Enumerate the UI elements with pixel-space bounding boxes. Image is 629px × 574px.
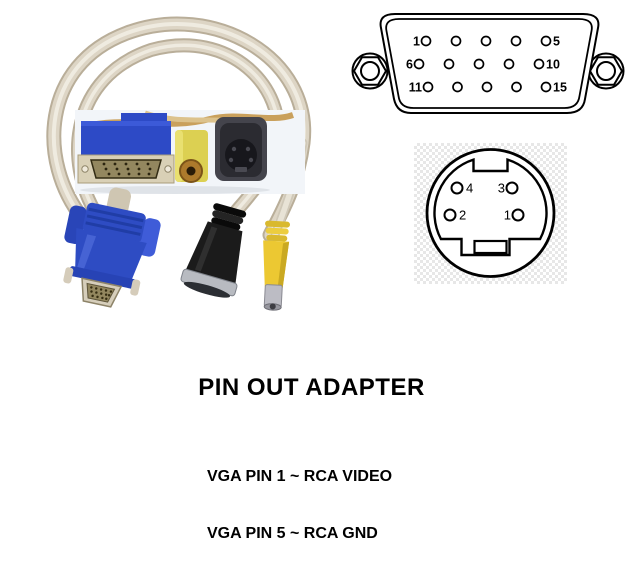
svideo-shell-inner [433, 157, 548, 257]
vga-thumbscrew-left [63, 267, 74, 284]
left-screw-nut [351, 52, 389, 90]
inset-vga-body [81, 121, 171, 159]
inset-rca-jack [175, 130, 208, 183]
rca-body-shade [277, 241, 290, 288]
inset-photo [75, 110, 305, 194]
vga-pin-label-5: 5 [553, 35, 560, 49]
vga-pin-label-11: 11 [409, 81, 422, 95]
connector-shell-outer-outline [379, 13, 600, 114]
rca-rib [265, 220, 291, 228]
svideo-diagram-drawing: 4 3 2 1 [425, 148, 556, 278]
inset-svideo-jack [215, 117, 267, 181]
inset-svideo-face [225, 139, 257, 171]
inset-rca-hole [186, 166, 196, 176]
svideo-pin-label-4: 4 [466, 181, 473, 196]
svideo-pin-label-2: 2 [459, 208, 466, 223]
svideo-pin-label-1: 1 [504, 208, 511, 223]
vga-grip-ribs [85, 207, 144, 236]
vga-pin-label-1: 1 [413, 35, 420, 49]
vga-pin-label-6: 6 [406, 58, 413, 72]
svideo-rib [212, 210, 244, 225]
vga-pin-label-10: 10 [546, 58, 560, 72]
connector-shell-inner-outline [385, 18, 593, 109]
page-title: PIN OUT ADAPTER [198, 374, 425, 401]
rca-rib [265, 227, 289, 235]
inset-vga-edge [81, 121, 171, 126]
right-screw-nut [587, 52, 625, 90]
inset-vga-screw-hole [164, 165, 172, 173]
vga-thumbscrew-right [130, 279, 141, 296]
mapping-line-rca-gnd: VGA PIN 5 ~ RCA GND [207, 525, 378, 542]
svideo-opening [183, 281, 231, 298]
vga-male-connector [63, 187, 161, 308]
vga-body-highlight [77, 234, 97, 269]
svideo-rib [213, 203, 247, 218]
rca-rib [266, 234, 288, 242]
vga-flange [68, 266, 137, 289]
vga-pin-holes [413, 35, 552, 93]
svideo-pinout-diagram: 4 3 2 1 [414, 143, 567, 284]
pin-mappings: VGA PIN 1 ~ RCA VIDEO VGA PIN 5 ~ RCA GN… [207, 429, 472, 574]
inset-vga-pins [102, 162, 152, 176]
inset-svideo-holes [228, 146, 254, 172]
svideo-pin-holes [443, 181, 525, 222]
vga-pinout-diagram: 1 5 6 10 11 15 [351, 13, 625, 114]
svideo-keyway [473, 239, 508, 255]
svideo-body-sheen [195, 226, 218, 272]
svideo-rib [211, 217, 241, 231]
rca-barrel-hole [269, 303, 276, 310]
vga-pins [90, 286, 113, 300]
rca-female-connector [263, 220, 291, 311]
vga-pin-label-15: 15 [553, 81, 567, 95]
svideo-female-connector [180, 203, 247, 298]
inset-vga-connector [77, 113, 175, 184]
inset-shadow [80, 186, 270, 194]
adapter-cable-photo [46, 16, 312, 311]
mapping-line-rca-video: VGA PIN 1 ~ RCA VIDEO [207, 468, 393, 485]
svideo-pin-label-3: 3 [498, 181, 505, 196]
inset-vga-screw-hole [81, 165, 89, 173]
